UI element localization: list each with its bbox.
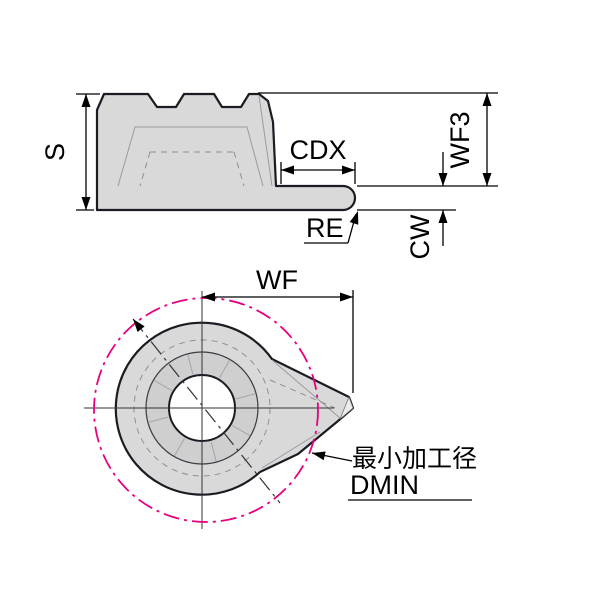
dimension-cdx: CDX — [280, 135, 356, 184]
center-lines — [84, 291, 334, 529]
arrow-cw-top — [438, 173, 448, 186]
side-view: S CDX WF3 CW — [40, 92, 498, 259]
arrow-wf3-top — [482, 93, 492, 106]
insert-side-profile — [95, 92, 357, 212]
callout-dmin: 最小加工径 DMIN — [311, 445, 477, 501]
callout-re: RE — [304, 211, 359, 244]
arrow-dmin-diagonal — [133, 319, 145, 332]
arrow-cw-bottom — [438, 210, 448, 223]
beak-detail-lines — [261, 359, 354, 469]
arrow-re-leader — [349, 211, 359, 225]
dmin-diameter-line — [132, 318, 281, 504]
dimension-wf: WF — [202, 265, 354, 393]
label-wf: WF — [256, 265, 298, 295]
label-dmin-caption: 最小加工径 — [352, 445, 477, 473]
arrow-dmin-leader — [312, 451, 326, 461]
label-cdx: CDX — [289, 135, 346, 165]
body-facet-lines — [117, 95, 273, 187]
arrow-wf-left — [202, 292, 215, 302]
arrow-cdx-right — [342, 165, 355, 175]
arrow-s-top — [81, 94, 91, 107]
arrow-cdx-left — [281, 165, 294, 175]
plan-view: WF 最小加工径 DMIN — [84, 265, 477, 529]
arrow-s-bottom — [81, 197, 91, 210]
ring-facet-lines — [148, 354, 256, 462]
label-cw: CW — [405, 214, 435, 259]
dimension-cw: CW — [357, 152, 456, 259]
label-wf3: WF3 — [445, 112, 475, 169]
arrow-wf-right — [340, 292, 353, 302]
arrow-wf3-bottom — [482, 173, 492, 186]
dimension-wf3: WF3 — [258, 92, 498, 187]
label-dmin: DMIN — [350, 470, 419, 500]
label-re: RE — [306, 213, 344, 243]
dimension-s: S — [40, 93, 100, 211]
label-s: S — [40, 143, 70, 161]
